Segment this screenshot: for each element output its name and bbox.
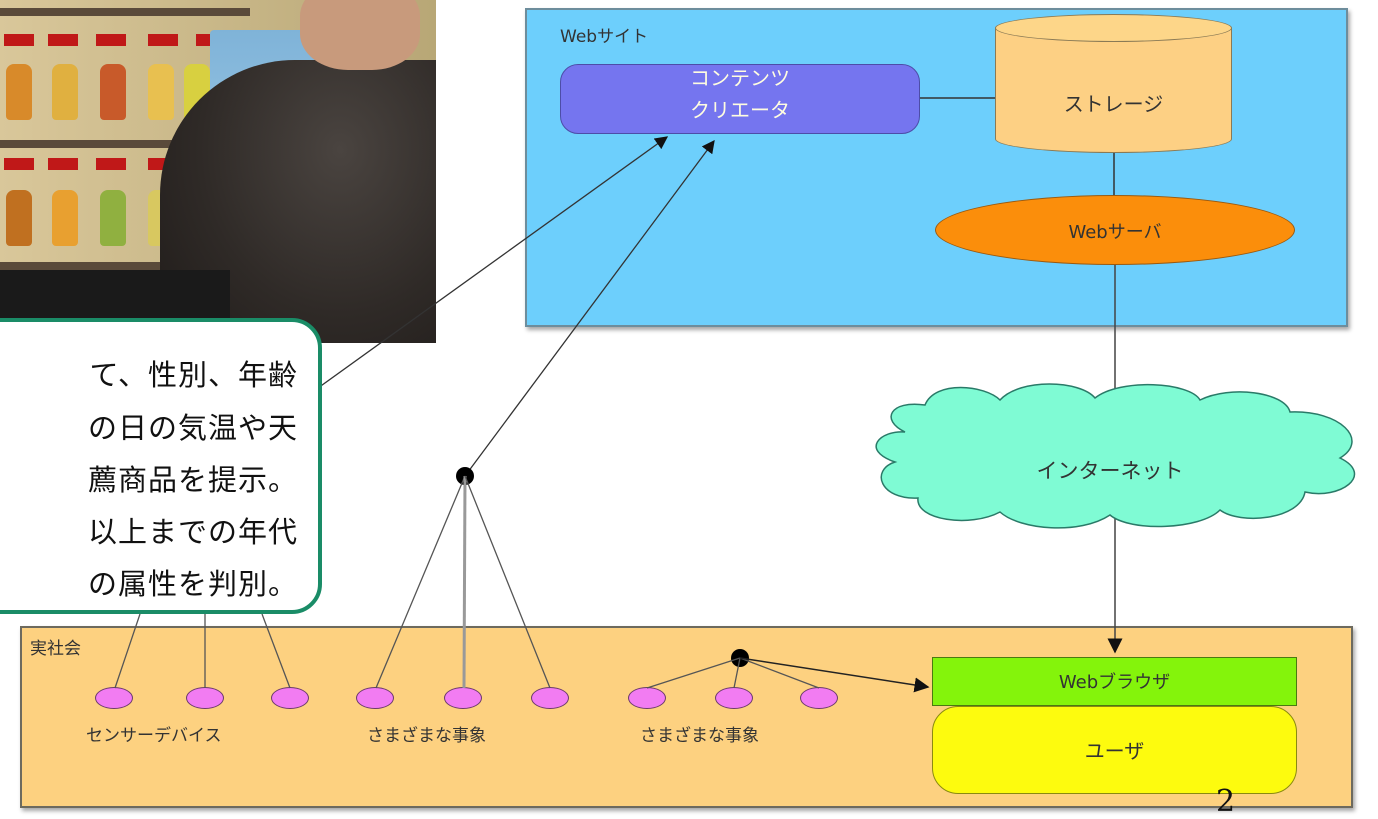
web-server-label: Webサーバ bbox=[1068, 222, 1162, 243]
website-label: Webサイト bbox=[560, 27, 649, 47]
various-events-label-1: さまざまな事象 bbox=[367, 726, 486, 746]
callout-creator-arrow bbox=[317, 136, 669, 389]
slide-number: 2 bbox=[1216, 784, 1236, 819]
sensor-node bbox=[95, 687, 133, 709]
storage-label: ストレージ bbox=[1063, 92, 1164, 116]
internet-cloud bbox=[875, 383, 1356, 529]
web-browser-label: Webブラウザ bbox=[1058, 672, 1171, 693]
hub-creator-arrow bbox=[464, 139, 715, 477]
content-creator-box bbox=[560, 64, 920, 134]
callout-line: て、性別、年齢 bbox=[89, 358, 298, 392]
internet-label: インターネット bbox=[1036, 459, 1184, 483]
content-creator-line2: クリエータ bbox=[690, 98, 790, 122]
event-node bbox=[356, 687, 394, 709]
real-society-label: 実社会 bbox=[30, 639, 81, 659]
content-creator-label: コンテンツ クリエータ bbox=[560, 62, 920, 126]
content-creator-line1: コンテンツ bbox=[690, 66, 790, 90]
web-server-ellipse bbox=[935, 195, 1295, 265]
vending-machine-photo bbox=[0, 0, 436, 343]
user-label: ユーザ bbox=[1084, 739, 1145, 763]
callout-line: の日の気温や天 bbox=[87, 411, 298, 445]
various-events-label-2: さまざまな事象 bbox=[640, 726, 759, 746]
storage-cylinder-top bbox=[995, 14, 1232, 42]
storage-cylinder bbox=[995, 28, 1232, 153]
callout-line: 薦商品を提示。 bbox=[87, 463, 298, 497]
sensor-devices-label: センサーデバイス bbox=[86, 726, 222, 746]
web-browser-box bbox=[932, 657, 1297, 706]
hub-browser-arrow bbox=[739, 657, 930, 693]
callout-line: 以上までの年代 bbox=[87, 515, 298, 549]
callout-line: の属性を判別。 bbox=[87, 567, 298, 601]
callout-box: て、性別、年齢 の日の気温や天 薦商品を提示。 以上までの年代 の属性を判別。 bbox=[0, 318, 322, 614]
user-box bbox=[932, 706, 1297, 794]
